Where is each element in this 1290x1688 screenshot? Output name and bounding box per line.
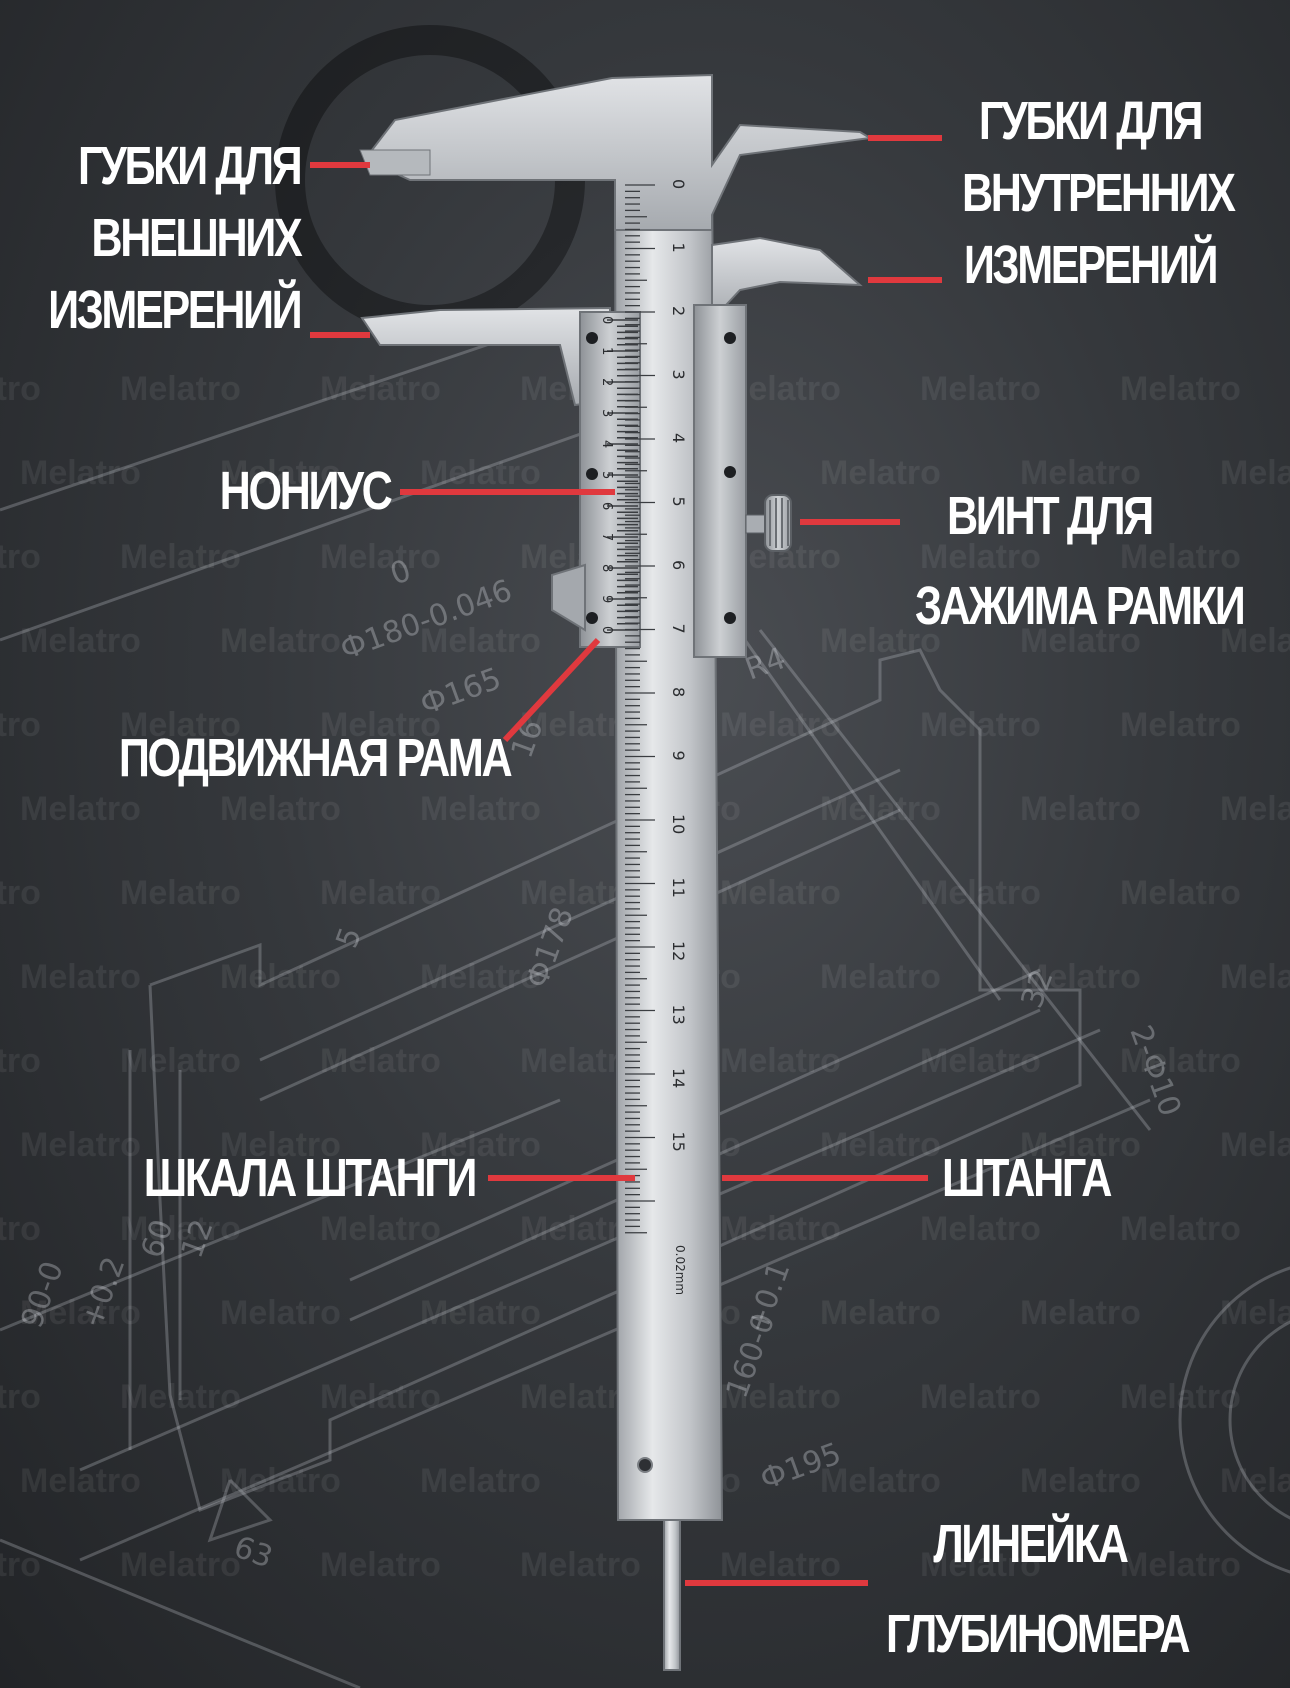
- depth-rod: [664, 1505, 680, 1670]
- label-depth-rod: ЛИНЕЙКА ГЛУБИНОМЕРА: [886, 1508, 1174, 1670]
- vernier-number: 4: [599, 440, 614, 448]
- main-scale-number: 9: [669, 751, 688, 761]
- vernier-number: 8: [599, 564, 614, 572]
- movable-frame-side: [694, 305, 746, 657]
- vernier-number: 5: [599, 471, 614, 479]
- frame-screw: [724, 466, 736, 478]
- main-scale-number: 3: [669, 370, 688, 380]
- label-vernier: НОНИУС: [219, 455, 390, 527]
- label-line: ИЗМЕРЕНИЙ: [48, 274, 300, 346]
- label-bar-scale: ШКАЛА ШТАНГИ: [144, 1142, 475, 1214]
- main-scale-number: 5: [669, 497, 688, 507]
- label-line: ВНЕШНИХ: [48, 202, 300, 274]
- label-line: ПОДВИЖНАЯ РАМА: [119, 722, 510, 794]
- frame-screw: [724, 612, 736, 624]
- thumb-wheel: [552, 565, 585, 630]
- label-line: ГЛУБИНОМЕРА: [886, 1598, 1174, 1670]
- vernier-number: 9: [599, 595, 614, 603]
- vernier-number: 3: [599, 409, 614, 417]
- vernier-number: 0: [599, 316, 614, 324]
- label-line: ЛИНЕЙКА: [886, 1508, 1174, 1580]
- frame-screw: [586, 468, 598, 480]
- main-scale-number: 10: [669, 814, 688, 834]
- label-outer-jaws: ГУБКИ ДЛЯ ВНЕШНИХ ИЗМЕРЕНИЙ: [48, 130, 300, 346]
- fixed-jaw-head: [372, 75, 870, 230]
- outer-jaw-fixed-upper: [360, 150, 430, 175]
- label-line: ШКАЛА ШТАНГИ: [144, 1142, 475, 1214]
- outer-jaw-movable: [362, 308, 612, 405]
- main-scale-number: 2: [669, 306, 688, 316]
- label-line: ГУБКИ ДЛЯ: [48, 130, 300, 202]
- vernier-number: 6: [599, 502, 614, 510]
- main-scale-number: 15: [669, 1132, 688, 1152]
- label-line: ИЗМЕРЕНИЙ: [962, 229, 1218, 301]
- label-line: ВИНТ ДЛЯ: [915, 480, 1243, 552]
- main-scale-number: 11: [669, 878, 688, 898]
- vernier-number: 7: [599, 533, 614, 541]
- vernier-number: 0: [599, 626, 614, 634]
- resolution-mark: 0.02mm: [673, 1245, 687, 1295]
- label-line: ГУБКИ ДЛЯ: [962, 85, 1218, 157]
- label-line: ВНУТРЕННИХ: [962, 157, 1218, 229]
- label-movable-frame: ПОДВИЖНАЯ РАМА: [119, 722, 510, 794]
- main-scale-number: 14: [669, 1068, 688, 1088]
- leader-movable-frame: [505, 640, 598, 740]
- main-scale-number: 7: [669, 624, 688, 634]
- vernier-number: 2: [599, 378, 614, 386]
- main-scale-number: 6: [669, 560, 688, 570]
- frame-screw: [724, 332, 736, 344]
- main-scale-number: 12: [669, 941, 688, 961]
- frame-screw: [586, 612, 598, 624]
- main-scale-number: 8: [669, 687, 688, 697]
- main-scale-number: 13: [669, 1005, 688, 1025]
- frame-screw: [586, 332, 598, 344]
- label-line: ШТАНГА: [942, 1142, 1110, 1214]
- main-scale-number: 1: [669, 243, 688, 253]
- vernier-number: 1: [599, 347, 614, 355]
- label-bar: ШТАНГА: [942, 1142, 1110, 1214]
- label-clamp-screw: ВИНТ ДЛЯ ЗАЖИМА РАМКИ: [915, 480, 1243, 642]
- main-scale-number: 4: [669, 433, 688, 443]
- bar-hole: [638, 1458, 652, 1472]
- label-line: ЗАЖИМА РАМКИ: [915, 570, 1243, 642]
- label-inner-jaws: ГУБКИ ДЛЯ ВНУТРЕННИХ ИЗМЕРЕНИЙ: [962, 85, 1218, 301]
- label-line: НОНИУС: [219, 455, 390, 527]
- main-scale-number: 0: [669, 179, 688, 189]
